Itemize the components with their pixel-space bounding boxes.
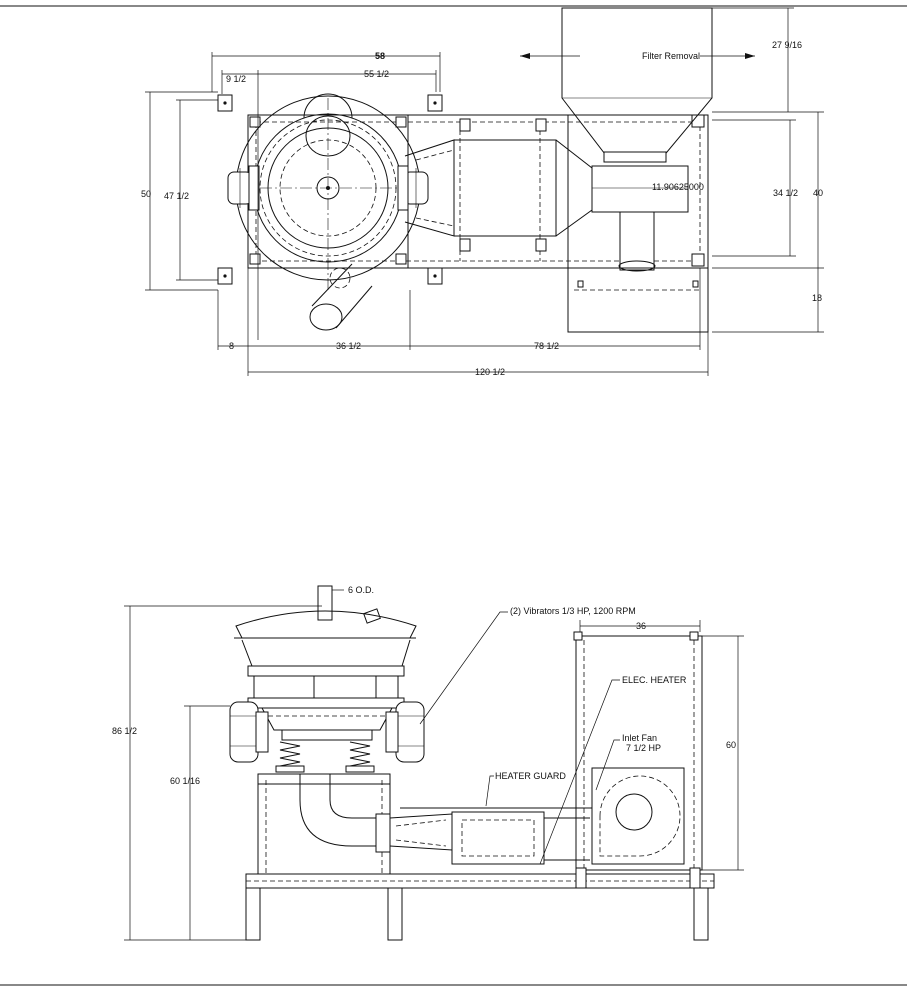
dim-60: 60 <box>726 740 736 750</box>
sifter-stand <box>257 773 391 875</box>
dim-47-1-2: 47 1/2 <box>164 191 189 201</box>
callout-elec-heater: ELEC. HEATER <box>622 675 687 685</box>
filter-removal-arrows <box>520 53 755 59</box>
vibrator-motor-left-elev <box>229 701 269 763</box>
springs <box>275 741 375 773</box>
note-coordinate: 11.90625000 <box>652 182 704 192</box>
dim-27-9-16: 27 9/16 <box>772 40 802 50</box>
base-frame <box>245 867 715 941</box>
vibrator-motor-left <box>227 165 260 211</box>
heater-assembly <box>400 807 598 865</box>
dim-120-1-2: 120 1/2 <box>475 367 505 377</box>
mounting-pads <box>217 94 705 285</box>
dim-86-1-2: 86 1/2 <box>112 726 137 736</box>
callout-inlet-fan: Inlet Fan <box>622 733 657 743</box>
vibrator-motor-right-elev <box>385 701 425 763</box>
dim-50: 50 <box>141 189 151 199</box>
sifter-elevation <box>234 585 417 773</box>
callout-vibrators: (2) Vibrators 1/3 HP, 1200 RPM <box>510 606 636 616</box>
dim-78-1-2: 78 1/2 <box>534 341 559 351</box>
elevation-view: 6 O.D. 36 86 1/2 60 1/16 60 (2) Vibrator… <box>112 585 744 941</box>
dim-60-1-16: 60 1/16 <box>170 776 200 786</box>
dim-58: 58 <box>375 51 385 61</box>
plan-view: Filter Removal 11.90625000 <box>141 7 824 377</box>
dim-36-1-2: 36 1/2 <box>336 341 361 351</box>
plan-dim-lines <box>145 7 824 376</box>
dim-18: 18 <box>812 293 822 303</box>
fan-cabinet <box>573 631 703 871</box>
dim-8: 8 <box>229 341 234 351</box>
discharge-elbow <box>299 774 453 853</box>
vibrator-motor-right <box>397 165 429 211</box>
dim-55-1-2: 55 1/2 <box>364 69 389 79</box>
dim-34-1-2: 34 1/2 <box>773 188 798 198</box>
elevation-dim-lines <box>124 589 744 941</box>
callout-leaders <box>419 611 620 865</box>
dim-36: 36 <box>636 621 646 631</box>
callout-heater-guard: HEATER GUARD <box>495 771 566 781</box>
dim-6-od: 6 O.D. <box>348 585 374 595</box>
sheet-border <box>0 5 907 986</box>
dim-40: 40 <box>813 188 823 198</box>
filter-housing <box>561 7 713 333</box>
note-filter-removal: Filter Removal <box>642 51 700 61</box>
dim-9-1-2: 9 1/2 <box>226 74 246 84</box>
callout-inlet-fan-hp: 7 1/2 HP <box>626 743 661 753</box>
